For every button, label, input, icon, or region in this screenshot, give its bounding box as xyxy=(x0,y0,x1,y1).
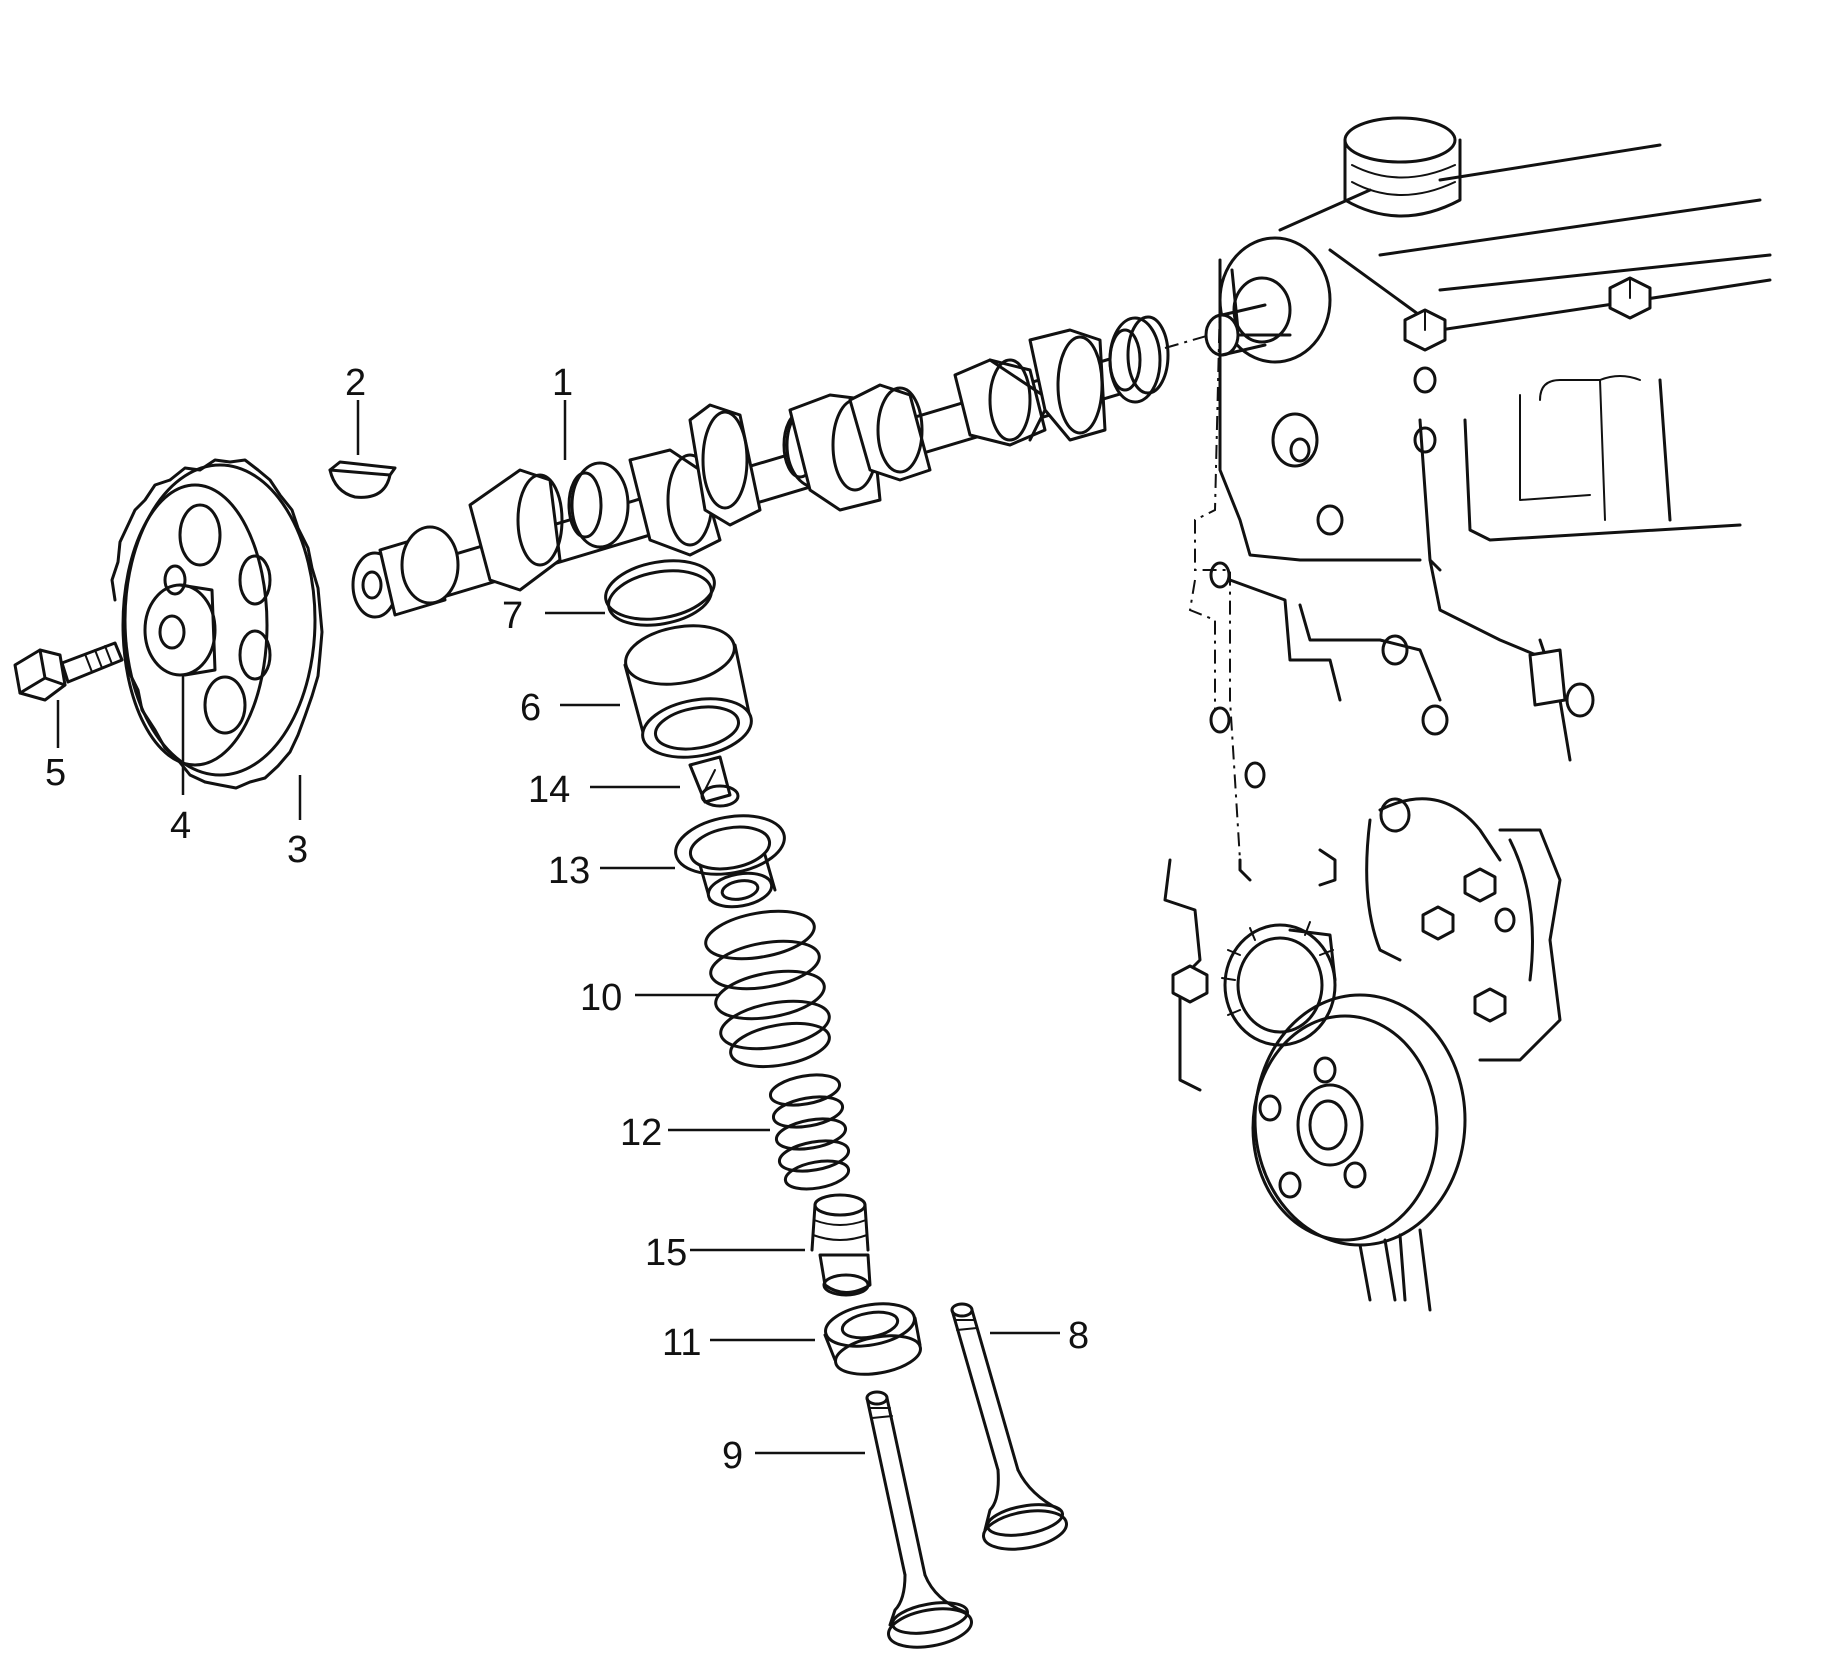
callout-10: 10 xyxy=(580,977,622,1019)
callout-6: 6 xyxy=(520,687,541,729)
callout-3: 3 xyxy=(287,829,308,871)
exhaust-valve xyxy=(950,1302,1068,1551)
camshaft xyxy=(351,315,1211,619)
cam-lobe xyxy=(848,383,932,482)
callout-14: 14 xyxy=(528,769,570,811)
cover-bolt xyxy=(1463,867,1497,903)
crankshaft-pulley xyxy=(1251,993,1467,1312)
callout-13: 13 xyxy=(548,850,590,892)
sprocket-bolt xyxy=(13,641,124,702)
cam-lobe xyxy=(628,448,722,557)
callout-5: 5 xyxy=(45,752,66,794)
head-bolt xyxy=(1403,308,1447,352)
callout-15: 15 xyxy=(645,1232,687,1274)
camshaft-sprocket xyxy=(110,458,324,790)
callout-8: 8 xyxy=(1068,1315,1089,1357)
leader-lines xyxy=(56,400,1060,1455)
head-bolt xyxy=(1608,276,1652,320)
block-boss xyxy=(1528,648,1595,718)
outer-valve-spring xyxy=(704,909,831,1069)
callout-11: 11 xyxy=(662,1322,701,1364)
cam-lobe xyxy=(1028,328,1107,442)
cover-bolt xyxy=(1171,964,1209,1004)
callout-labels: 1 2 3 4 5 6 7 8 9 10 11 12 13 14 15 xyxy=(45,362,1089,1477)
cam-lobe xyxy=(468,468,564,592)
woodruff-key xyxy=(328,460,397,499)
camshaft-journal xyxy=(567,461,630,549)
spring-seat xyxy=(823,1302,922,1376)
crankshaft-sprocket xyxy=(1221,921,1337,1047)
engine-block xyxy=(1163,116,1772,1312)
cover-bolt xyxy=(1473,987,1507,1023)
cam-lobe xyxy=(953,358,1052,447)
callout-12: 12 xyxy=(620,1112,662,1154)
oil-filler-cap xyxy=(1343,116,1462,218)
valve-stem-seal xyxy=(810,1193,872,1297)
callout-7: 7 xyxy=(502,595,523,637)
cover-bolt xyxy=(1421,905,1455,941)
callout-2: 2 xyxy=(345,362,366,404)
callout-4: 4 xyxy=(170,805,191,847)
camshaft-journal xyxy=(1108,315,1170,404)
callout-9: 9 xyxy=(722,1435,743,1477)
cam-lobe xyxy=(688,403,762,527)
valve-cotters xyxy=(688,755,740,808)
spring-retainer xyxy=(674,814,786,909)
inner-valve-spring xyxy=(768,1073,851,1191)
bucket-tappet xyxy=(623,624,753,759)
intake-valve xyxy=(865,1390,973,1649)
callout-1: 1 xyxy=(552,362,573,404)
adjusting-shim xyxy=(604,559,716,627)
camshaft-bearing-boss xyxy=(1204,236,1332,364)
